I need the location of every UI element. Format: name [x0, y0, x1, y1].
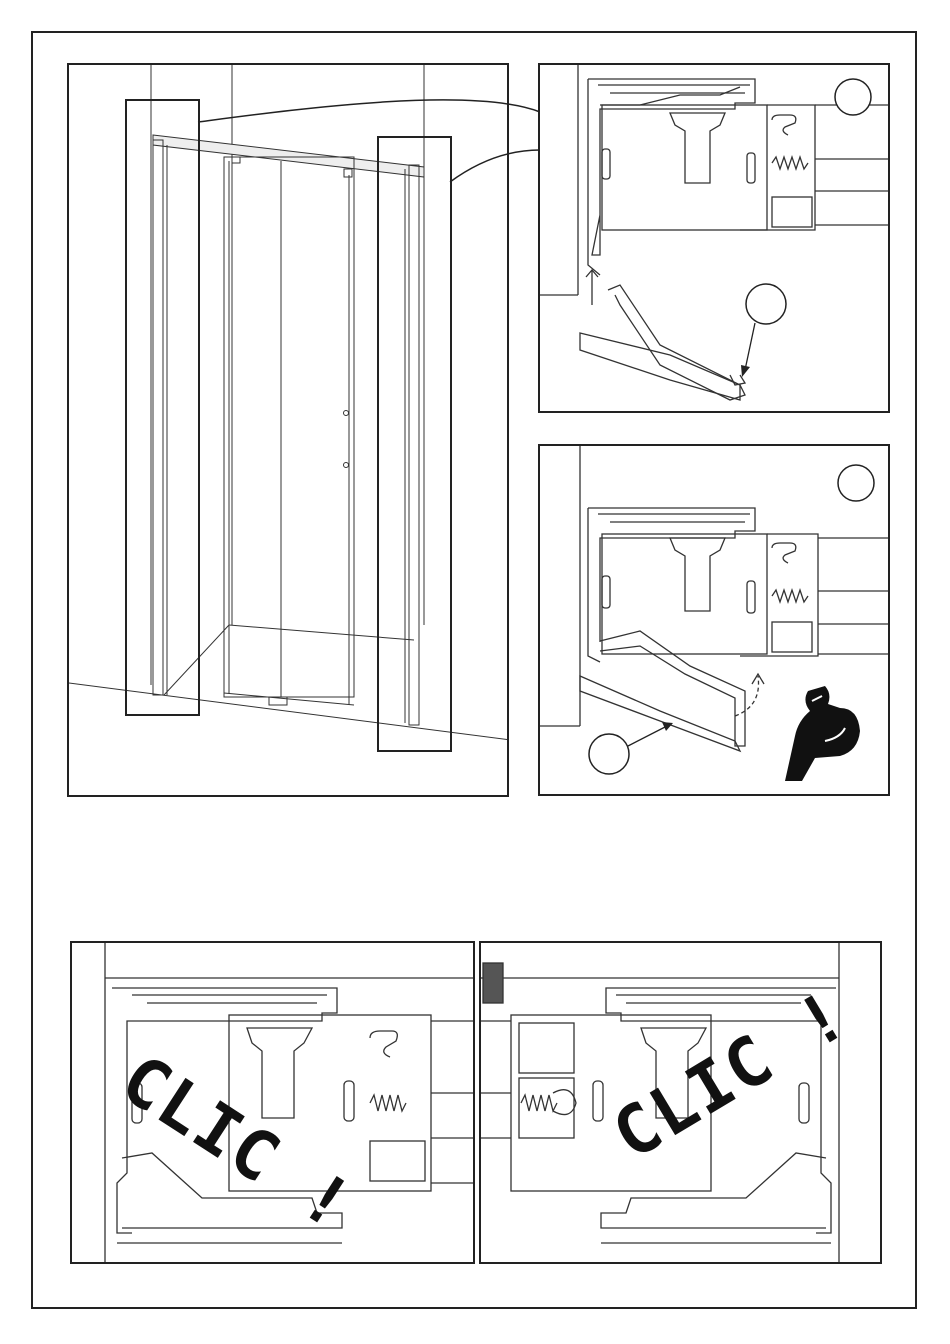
curved-arrow-icon	[735, 674, 764, 716]
up-arrow-icon	[586, 270, 598, 305]
detail-panel-step-2	[538, 444, 890, 796]
overview-panel	[67, 63, 509, 797]
callout-circle-b	[746, 284, 786, 324]
detail-panel-step-1	[538, 63, 890, 413]
shower-door-overview-drawing	[69, 65, 509, 797]
callout-circle-c	[838, 465, 874, 501]
callout-circle-d	[589, 734, 629, 774]
profile-detail-drawing-2	[540, 446, 890, 796]
strength-arm-icon	[785, 686, 860, 781]
profile-detail-drawing-1	[540, 65, 890, 413]
callout-circle-a	[835, 79, 871, 115]
